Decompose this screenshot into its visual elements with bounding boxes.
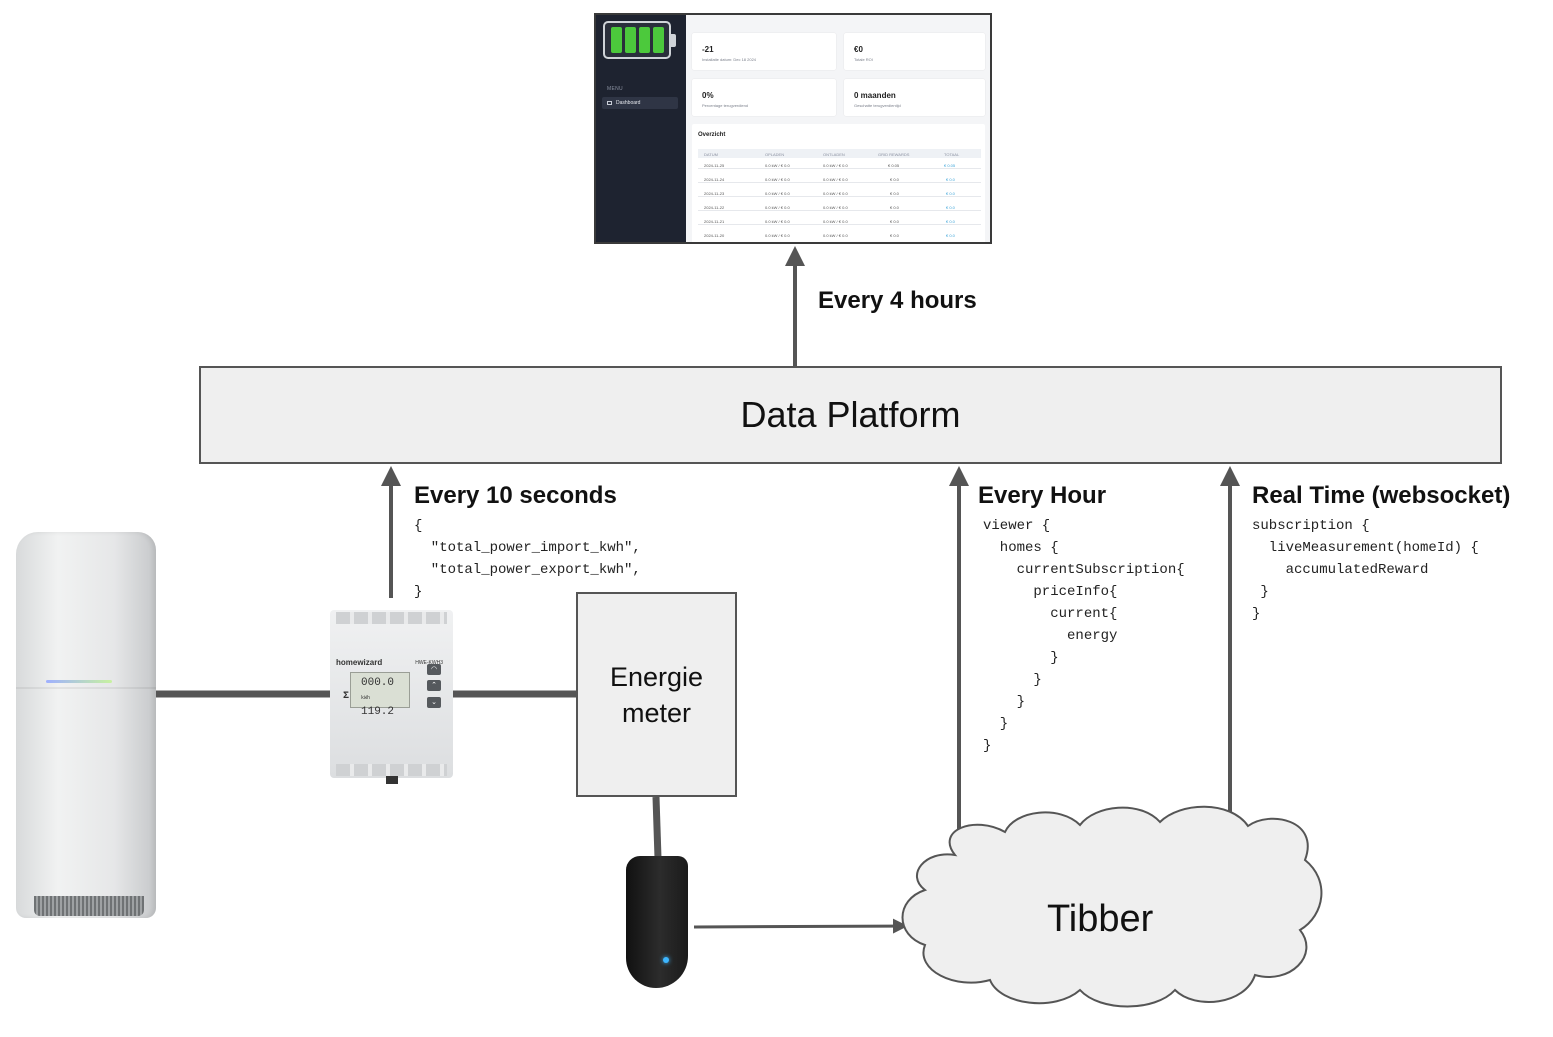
label-real-time: Real Time (websocket) — [1252, 482, 1511, 509]
table-cell: 2024-11-23 — [704, 191, 725, 196]
table-cell: 0.0 kW / € 0.0 — [823, 177, 848, 182]
code-graphql-subscription: subscription { liveMeasurement(homeId) {… — [1252, 518, 1479, 622]
meter-model: HWE-KWH3 — [415, 660, 443, 666]
stat-value: -21 — [702, 45, 714, 54]
table-cell: € 0.0 — [890, 177, 899, 182]
sigma-symbol: Σ — [343, 691, 350, 702]
stat-card-roi: €0 Totale ROI — [844, 33, 985, 70]
battery-led-icon — [46, 680, 112, 683]
table-cell: € 0.0 — [890, 205, 899, 210]
stat-card-installation: -21 Installatie datum: Dec 18 2024 — [692, 33, 836, 70]
table-cell: 2024-11-21 — [704, 219, 725, 224]
battery-logo-icon — [603, 21, 676, 59]
stat-card-payback: 0 maanden Geschatte terugverdientijd — [844, 79, 985, 116]
label-every-4-hours: Every 4 hours — [818, 287, 977, 314]
table-cell: 0.0 kW / € 0.0 — [765, 219, 790, 224]
table-cell: 2024-11-20 — [704, 233, 725, 238]
table-cell: 0.0 kW / € 0.0 — [823, 233, 848, 238]
table-cell: 0.0 kW / € 0.0 — [765, 177, 790, 182]
table-cell-total[interactable]: € 0.0 — [946, 205, 955, 210]
table-cell-total[interactable]: € 0.0 — [946, 233, 955, 238]
col-datum: DATUM — [704, 152, 718, 157]
table-cell: 0.0 kW / € 0.0 — [765, 163, 790, 168]
arrow-charger-to-tibber — [693, 918, 908, 934]
menu-label: MENU — [607, 86, 623, 92]
status-led-icon — [663, 957, 669, 963]
meter-brand: homewizard — [336, 658, 383, 667]
battery-vent — [34, 896, 144, 916]
data-platform-label: Data Platform — [740, 394, 961, 435]
label-every-hour: Every Hour — [978, 482, 1107, 509]
lcd-top-value: 000.0 — [361, 677, 395, 689]
table-cell: € 0.0 — [890, 233, 899, 238]
wifi-icon: ◠ — [427, 664, 441, 675]
code-homewizard-payload: { "total_power_import_kwh", "total_power… — [414, 518, 641, 600]
tibber-cloud — [901, 805, 1323, 1008]
tibber-label: Tibber — [1047, 898, 1154, 940]
table-cell: 0.0 kW / € 0.0 — [823, 205, 848, 210]
col-totaal: TOTAAL — [944, 152, 960, 157]
dashboard-sidebar: MENU Dashboard — [596, 15, 686, 242]
home-battery-image — [16, 532, 156, 918]
overview-table: Overzicht DATUM OPLADEN ONTLADEN GRID RE… — [692, 124, 985, 242]
table-cell: € 0.05 — [888, 163, 900, 168]
table-header — [698, 149, 981, 158]
col-opladen: OPLADEN — [765, 152, 785, 157]
dashboard-screenshot: MENU Dashboard -21 Installatie datum: De… — [594, 13, 992, 244]
data-platform-node: Data Platform — [199, 366, 1502, 464]
table-cell: 0.0 kW / € 0.0 — [823, 163, 848, 168]
dashboard-icon — [607, 101, 612, 105]
table-cell: 0.0 kW / € 0.0 — [823, 191, 848, 196]
stat-card-percentage: 0% Percentage terugverdiend — [692, 79, 836, 116]
stat-sub: Totale ROI — [854, 57, 873, 62]
table-cell: 0.0 kW / € 0.0 — [765, 191, 790, 196]
stat-sub: Geschatte terugverdientijd — [854, 103, 901, 108]
table-cell-total[interactable]: € 0.05 — [944, 163, 956, 168]
stat-value: 0 maanden — [854, 91, 896, 100]
table-cell: € 0.0 — [890, 191, 899, 196]
sidebar-item-label: Dashboard — [616, 100, 641, 106]
sidebar-item-dashboard[interactable]: Dashboard — [602, 97, 678, 109]
table-cell-total[interactable]: € 0.0 — [946, 177, 955, 182]
stat-value: €0 — [854, 45, 863, 54]
table-cell-total[interactable]: € 0.0 — [946, 191, 955, 196]
stat-value: 0% — [702, 91, 714, 100]
col-grid-rewards: GRID REWARDS — [878, 152, 910, 157]
overview-title: Overzicht — [698, 132, 726, 138]
homewizard-meter-image: homewizard HWE-KWH3 Σ 000.0 kWh 119.2 ◠ … — [330, 610, 453, 784]
table-cell: 0.0 kW / € 0.0 — [765, 233, 790, 238]
lcd-unit: kWh — [361, 695, 371, 701]
charger-device-image — [626, 856, 688, 988]
table-cell: 2024-11-25 — [704, 163, 725, 168]
dashboard-main: -21 Installatie datum: Dec 18 2024 €0 To… — [686, 23, 990, 242]
chevron-down-icon: ⌄ — [427, 697, 441, 708]
stat-sub: Installatie datum: Dec 18 2024 — [702, 57, 757, 62]
meter-display: Σ 000.0 kWh 119.2 — [343, 672, 410, 718]
table-cell: 0.0 kW / € 0.0 — [765, 205, 790, 210]
table-cell: 2024-11-22 — [704, 205, 725, 210]
table-cell: 2024-11-24 — [704, 177, 725, 182]
table-cell: € 0.0 — [890, 219, 899, 224]
chevron-up-icon: ⌃ — [427, 680, 441, 691]
lcd-bottom-value: 119.2 — [361, 706, 395, 718]
stat-sub: Percentage terugverdiend — [702, 103, 749, 108]
label-every-10-seconds: Every 10 seconds — [414, 482, 617, 509]
code-graphql-hourly: viewer { homes { currentSubscription{ pr… — [983, 518, 1185, 754]
table-cell-total[interactable]: € 0.0 — [946, 219, 955, 224]
wire-energiemeter-to-charger — [652, 796, 662, 859]
col-ontladen: ONTLADEN — [823, 152, 845, 157]
table-cell: 0.0 kW / € 0.0 — [823, 219, 848, 224]
